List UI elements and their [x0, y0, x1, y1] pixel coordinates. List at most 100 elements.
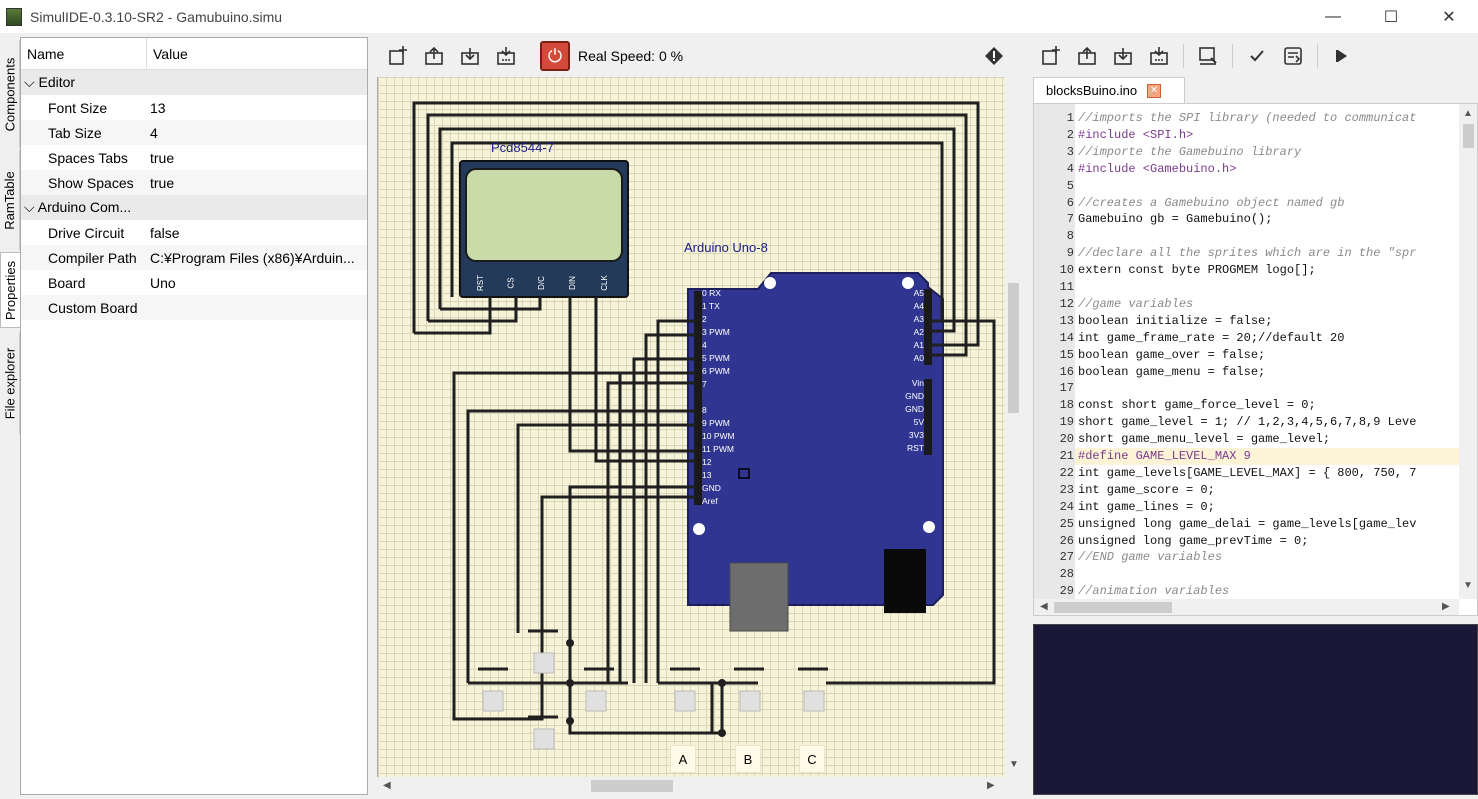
open-circuit-icon[interactable]	[416, 39, 452, 73]
editor-horizontal-scrollbar[interactable]: ◀ ▶	[1034, 599, 1459, 615]
chevron-down-icon[interactable]: ⌵	[24, 199, 35, 215]
new-circuit-icon[interactable]	[380, 39, 416, 73]
scroll-thumb[interactable]	[1008, 283, 1019, 413]
line-number: 27	[1059, 550, 1074, 565]
code-line[interactable]: int game_score = 0;	[1078, 482, 1215, 497]
save-circuit-icon[interactable]	[452, 39, 488, 73]
scroll-up-icon[interactable]: ▲	[1463, 108, 1473, 119]
new-file-icon[interactable]	[1033, 39, 1069, 73]
code-line[interactable]: short game_level = 1; // 1,2,3,4,5,6,7,8…	[1078, 415, 1417, 430]
line-number: 4	[1066, 161, 1074, 176]
code-line[interactable]: boolean game_over = false;	[1078, 347, 1266, 362]
code-line[interactable]: //imports the SPI library (needed to com…	[1078, 111, 1417, 125]
tab-blocksbuino-ino[interactable]: blocksBuino.ino ✕	[1033, 77, 1185, 103]
lcd-component[interactable]	[459, 160, 629, 298]
code-line[interactable]: #define GAME_LEVEL_MAX 9	[1078, 449, 1251, 463]
push-buttons[interactable]	[478, 629, 828, 750]
code-line[interactable]: //declare all the sprites which are in t…	[1078, 246, 1417, 261]
compile-check-icon[interactable]	[1239, 39, 1275, 73]
code-line[interactable]: //END game variables	[1078, 550, 1223, 565]
save-file-icon[interactable]	[1105, 39, 1141, 73]
open-file-icon[interactable]	[1069, 39, 1105, 73]
arduino-board[interactable]	[687, 272, 944, 632]
code-line[interactable]: #include <Gamebuino.h>	[1078, 161, 1237, 176]
button-label-a: A	[670, 745, 696, 773]
property-group-editor[interactable]: ⌵ Editor	[21, 70, 367, 95]
find-icon[interactable]	[1190, 39, 1226, 73]
power-pin-labels: Vin GND GND 5V 3V3 RST	[905, 378, 924, 453]
code-line[interactable]: //game variables	[1078, 296, 1194, 311]
code-line[interactable]: Gamebuino gb = Gamebuino();	[1078, 212, 1273, 227]
line-number: 22	[1059, 465, 1074, 480]
code-line[interactable]: boolean initialize = false;	[1078, 313, 1273, 328]
property-group-arduino-compiler[interactable]: ⌵ Arduino Com...	[21, 195, 367, 220]
code-line[interactable]: //importe the Gamebuino library	[1078, 144, 1302, 159]
chevron-down-icon[interactable]: ⌵	[24, 74, 35, 90]
scroll-thumb[interactable]	[1054, 602, 1172, 613]
scroll-right-icon[interactable]: ▶	[987, 780, 995, 791]
scroll-right-icon[interactable]: ▶	[1442, 601, 1450, 612]
circuit-canvas[interactable]: Pcd8544-7 Arduino Uno-8 RST CS D/C DIN C…	[377, 77, 1005, 777]
power-icon[interactable]: ⏻	[540, 41, 570, 71]
canvas-horizontal-scrollbar[interactable]: ◀ ▶	[377, 777, 1005, 795]
code-line[interactable]: int game_levels[GAME_LEVEL_MAX] = { 800,…	[1078, 465, 1417, 480]
scroll-down-icon[interactable]: ▼	[1009, 759, 1019, 770]
code-line[interactable]: int game_lines = 0;	[1078, 499, 1215, 514]
close-tab-icon[interactable]: ✕	[1147, 83, 1162, 98]
line-number: 8	[1066, 229, 1074, 244]
tab-ramtable[interactable]: RamTable	[0, 150, 20, 250]
scroll-left-icon[interactable]: ◀	[1040, 601, 1048, 612]
debug-run-icon[interactable]	[1324, 39, 1360, 73]
button-label-b: B	[735, 745, 761, 773]
save-as-file-icon[interactable]	[1141, 39, 1177, 73]
tab-components[interactable]: Components	[0, 40, 20, 148]
line-number: 19	[1059, 415, 1074, 430]
code-line[interactable]: int game_frame_rate = 20;//default 20	[1078, 330, 1345, 345]
code-line[interactable]: unsigned long game_delai = game_levels[g…	[1078, 516, 1417, 531]
line-number: 16	[1059, 364, 1074, 379]
close-button[interactable]: ✕	[1442, 8, 1456, 26]
current-line-highlight	[1075, 448, 1465, 465]
tab-properties[interactable]: Properties	[0, 252, 20, 328]
scroll-down-icon[interactable]: ▼	[1463, 580, 1473, 591]
code-line[interactable]: const short game_force_level = 0;	[1078, 398, 1316, 413]
column-header-name[interactable]: Name	[21, 38, 147, 69]
editor-toolbar	[1033, 37, 1478, 75]
code-line[interactable]: //animation variables	[1078, 584, 1230, 599]
column-header-value[interactable]: Value	[153, 45, 188, 62]
minimize-button[interactable]: —	[1325, 7, 1341, 25]
line-number: 6	[1066, 195, 1074, 210]
canvas-vertical-scrollbar[interactable]: ▼	[1005, 77, 1022, 777]
line-number: 9	[1066, 246, 1074, 261]
code-line[interactable]: //creates a Gamebuino object named gb	[1078, 195, 1345, 210]
scroll-thumb[interactable]	[591, 780, 673, 792]
editor-vertical-scrollbar[interactable]: ▲ ▼	[1459, 104, 1477, 599]
upload-icon[interactable]	[1275, 39, 1311, 73]
line-number: 11	[1059, 280, 1074, 294]
scroll-left-icon[interactable]: ◀	[383, 780, 391, 791]
line-number: 5	[1066, 178, 1074, 193]
digital-pin-labels: 0 RX 1 TX 2 3 PWM 4 5 PWM 6 PWM 7 8 9 PW…	[702, 288, 735, 506]
property-row[interactable]: Custom Board	[21, 295, 367, 320]
maximize-button[interactable]: ☐	[1383, 8, 1399, 26]
code-line[interactable]: short game_menu_level = game_level;	[1078, 432, 1331, 447]
info-menu-icon[interactable]	[976, 39, 1012, 73]
code-line[interactable]: #include <SPI.h>	[1078, 127, 1194, 142]
code-line[interactable]: extern const byte PROGMEM logo[];	[1078, 263, 1316, 278]
scroll-thumb[interactable]	[1463, 124, 1474, 148]
output-console[interactable]	[1033, 624, 1478, 795]
title-bar: SimulIDE-0.3.10-SR2 - Gamubuino.simu — ☐…	[0, 0, 1478, 33]
code-line[interactable]: unsigned long game_prevTime = 0;	[1078, 533, 1309, 548]
code-line[interactable]: boolean game_menu = false;	[1078, 364, 1266, 379]
save-as-circuit-icon[interactable]	[488, 39, 524, 73]
tab-file-explorer[interactable]: File explorer	[0, 332, 20, 434]
